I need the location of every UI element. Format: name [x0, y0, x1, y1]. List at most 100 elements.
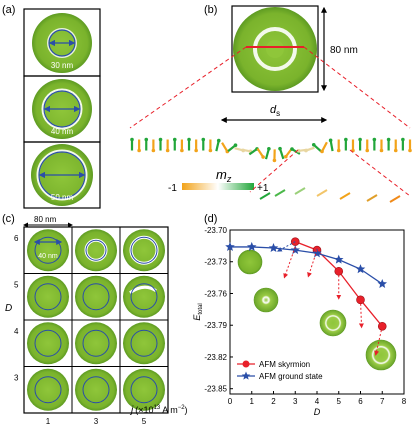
x-tick-label: 4: [315, 397, 320, 406]
panel-c-label: (c): [2, 213, 15, 225]
spin-arrow-tip: [372, 137, 377, 142]
spin-arrow: [329, 140, 334, 152]
spin-arrow-tip: [336, 148, 341, 153]
spin-arrow-tip: [144, 137, 149, 142]
colorbar-max: +1: [257, 183, 269, 194]
transition-arrow: [307, 249, 318, 278]
legend-marker: [241, 371, 251, 380]
grid-ylabel: D: [5, 303, 12, 314]
spin-detail-arrow: [259, 192, 271, 200]
y-tick-label: -23.82: [204, 353, 227, 362]
spin-arrow-tip: [320, 149, 324, 154]
x-tick-label: 7: [380, 397, 385, 406]
x-axis-label: D: [314, 407, 321, 417]
ground-point: [290, 245, 301, 255]
spin-arrow-tip: [187, 137, 191, 142]
spin-detail-arrow: [389, 195, 401, 203]
x-tick-label: 5: [337, 397, 342, 406]
grid-row-label: 5: [14, 281, 19, 290]
spin-arrow-tip: [194, 148, 198, 153]
spin-arrow-tip: [137, 148, 141, 153]
grid-skyrmion: [27, 322, 69, 365]
panel-a-label: (a): [2, 4, 15, 16]
spin-arrow-tip: [151, 148, 156, 153]
y-tick-label: -23.73: [204, 258, 227, 267]
x-tick-label: 1: [250, 397, 255, 406]
spin-arrow-tip: [379, 148, 384, 153]
grid-col-label: 3: [94, 417, 99, 425]
spin-arrow-tip: [261, 155, 265, 159]
spin-detail-arrow: [366, 194, 378, 202]
spin-arrow-tip: [272, 158, 277, 163]
legend-marker: [242, 360, 250, 368]
spin-detail-arrow: [316, 189, 328, 197]
y-tick-label: -23.79: [204, 321, 227, 330]
grid-skyrmion: [123, 368, 165, 411]
size-label: 80 nm: [330, 45, 358, 56]
inset-skyrmion: [253, 287, 279, 313]
zoom-guide: [249, 149, 299, 193]
colorbar-quantity: mz: [216, 167, 232, 184]
spin-detail-arrow: [294, 187, 306, 195]
transition-arrow: [276, 241, 296, 252]
transition-arrow: [358, 299, 364, 329]
legend-label: AFM ground state: [259, 372, 323, 381]
spin-arrow-tip: [201, 137, 206, 142]
spin-arrow: [215, 140, 220, 152]
grid-row-label: 4: [14, 327, 19, 336]
inset-skyrmion: [319, 309, 347, 337]
spin-arrow-tip: [358, 137, 362, 142]
inset-skyrmion: [237, 249, 263, 275]
spin-arrow-tip: [284, 154, 288, 159]
legend-label: AFM skyrmion: [259, 360, 310, 369]
grid-skyrmion: [27, 229, 69, 272]
spin-arrow-tip: [393, 148, 398, 153]
grid-skyrmion: [75, 322, 117, 365]
grid-skyrmion: [75, 229, 117, 272]
grid-skyrmion: [75, 275, 117, 318]
spin-arrow-tip: [304, 148, 308, 153]
x-tick-label: 3: [293, 397, 298, 406]
spin-arrow-tip: [233, 143, 238, 148]
ground-point: [246, 241, 257, 251]
x-tick-label: 8: [402, 397, 407, 406]
spin-arrow-tip: [165, 148, 170, 153]
zoom-guide: [349, 149, 411, 197]
spin-arrow-tip: [180, 148, 184, 153]
colorbar: -1 +1 mz: [168, 167, 269, 194]
diameter-label-50: 50 nm: [51, 193, 74, 202]
grid-col-label: 1: [46, 417, 51, 425]
panel-a-stack: 30 nm 40 nm 50 nm: [23, 8, 101, 209]
spin-arrow-tip: [172, 137, 177, 142]
spin-arrow-tip: [216, 138, 221, 143]
panel-d-label: (d): [204, 213, 217, 225]
diameter-label-40: 40 nm: [51, 127, 74, 136]
y-axis-label: Etotal: [192, 303, 204, 320]
spin-arrow-tip: [130, 137, 134, 142]
x-tick-label: 6: [358, 397, 363, 406]
ground-point: [225, 241, 235, 251]
spin-profile: [130, 137, 412, 163]
ground-point: [312, 248, 322, 258]
y-tick-label: -23.85: [204, 385, 227, 394]
grid-row-label: 6: [14, 234, 19, 243]
annot-inner-label: 40 nm: [38, 253, 58, 260]
spin-arrow-tip: [401, 137, 405, 142]
panel-b-skyrmion: 80 nm: [129, 5, 411, 129]
x-tick-label: 0: [228, 397, 233, 406]
spin-detail-arrows: [249, 149, 411, 203]
spin-arrow-tip: [344, 137, 348, 142]
grid-skyrmion: [27, 368, 69, 411]
grid-skyrmion: [27, 275, 69, 318]
spin-detail-arrow: [274, 189, 286, 197]
y-tick-label: -23.76: [204, 289, 227, 298]
spin-arrow-tip: [386, 137, 391, 142]
grid-skyrmion: [123, 322, 165, 365]
spin-detail-arrow: [339, 192, 351, 200]
annot-width-label: 80 nm: [34, 215, 57, 224]
ground-point: [377, 278, 388, 289]
spin-arrow-tip: [278, 146, 282, 151]
spin-arrow-tip: [311, 142, 316, 147]
spin-arrow-tip: [267, 146, 271, 151]
